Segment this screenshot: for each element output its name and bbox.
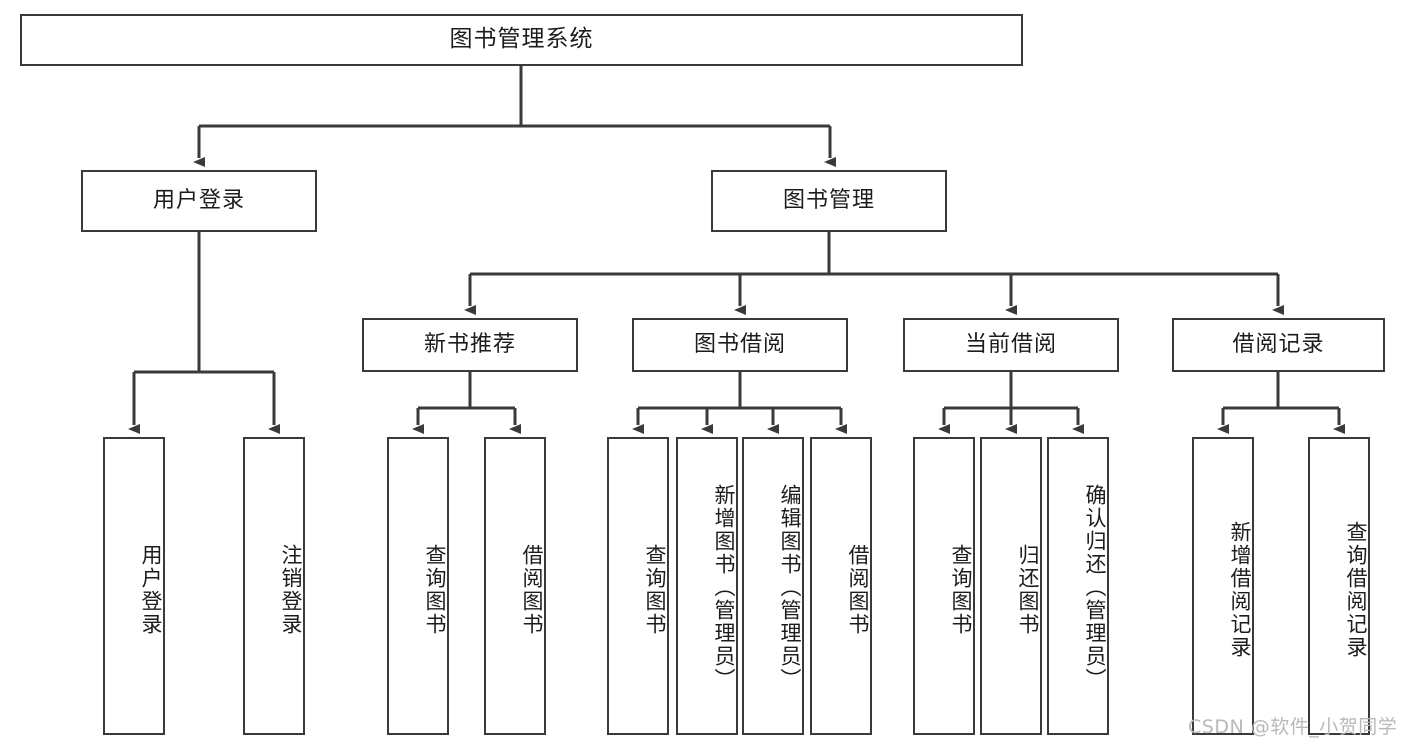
node-book-borrow[interactable]: 图书借阅 [632,318,848,372]
node-current-borrow[interactable]: 当前借阅 [903,318,1119,372]
node-label: 编辑图书（管理员） [778,483,802,691]
leaf-query-book-recommend[interactable]: 查询图书 [387,437,449,735]
node-label: 借阅图书 [846,544,870,636]
node-label: 查询图书 [949,544,973,636]
leaf-query-book-current[interactable]: 查询图书 [913,437,975,735]
node-label: 当前借阅 [964,331,1057,357]
node-label: 注销登录 [279,544,303,636]
node-label: 图书管理 [782,187,875,213]
leaf-return-book[interactable]: 归还图书 [980,437,1042,735]
leaf-logout[interactable]: 注销登录 [243,437,305,735]
node-label: 归还图书 [1016,544,1040,636]
leaf-borrow-book-recommend[interactable]: 借阅图书 [484,437,546,735]
node-label: 确认归还（管理员） [1083,483,1107,691]
node-label: 用户登录 [139,544,163,636]
node-label: 借阅图书 [520,544,544,636]
node-new-book-recommend[interactable]: 新书推荐 [362,318,578,372]
node-user-login-module[interactable]: 用户登录 [81,170,317,232]
node-borrow-record[interactable]: 借阅记录 [1172,318,1385,372]
node-label: 用户登录 [152,187,245,213]
node-label: 新增图书（管理员） [712,483,736,691]
node-label: 查询图书 [423,544,447,636]
node-label: 查询图书 [643,544,667,636]
node-label: 新增借阅记录 [1228,521,1252,659]
leaf-edit-book-admin[interactable]: 编辑图书（管理员） [742,437,804,735]
node-label: 借阅记录 [1232,331,1325,357]
node-label: 图书管理系统 [449,26,594,53]
leaf-confirm-return-admin[interactable]: 确认归还（管理员） [1047,437,1109,735]
leaf-borrow-book[interactable]: 借阅图书 [810,437,872,735]
leaf-query-borrow-record[interactable]: 查询借阅记录 [1308,437,1370,735]
node-root-system[interactable]: 图书管理系统 [20,14,1023,66]
node-label: 查询借阅记录 [1344,521,1368,659]
leaf-add-borrow-record[interactable]: 新增借阅记录 [1192,437,1254,735]
node-label: 新书推荐 [423,331,516,357]
node-label: 图书借阅 [693,331,786,357]
leaf-add-book-admin[interactable]: 新增图书（管理员） [676,437,738,735]
leaf-user-login[interactable]: 用户登录 [103,437,165,735]
node-book-management-module[interactable]: 图书管理 [711,170,947,232]
watermark: CSDN @软件_小贺同学 [1188,716,1398,738]
leaf-query-book-borrow[interactable]: 查询图书 [607,437,669,735]
